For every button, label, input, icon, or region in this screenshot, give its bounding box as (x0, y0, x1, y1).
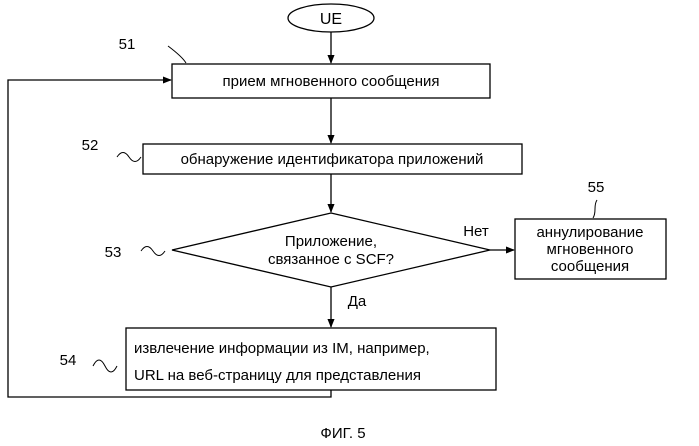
decision-53-line-2: связанное с SCF? (268, 251, 394, 268)
step-51-label: прием мгновенного сообщения (222, 73, 439, 90)
step-54: извлечение информации из IM, например, U… (60, 328, 496, 390)
decision-53: Приложение, связанное с SCF? 53 (105, 213, 490, 287)
ref-51: 51 (119, 36, 136, 53)
step-55-line-3: сообщения (551, 258, 629, 275)
ref-54: 54 (60, 352, 77, 369)
figure-caption: ФИГ. 5 (320, 425, 365, 442)
leader-52 (117, 153, 141, 162)
step-54-line-2: URL на веб-страницу для представления (134, 367, 421, 384)
decision-53-line-1: Приложение, (285, 233, 377, 250)
step-51: прием мгновенного сообщения 51 (119, 36, 490, 98)
step-52-label: обнаружение идентификатора приложений (181, 151, 484, 168)
ref-52: 52 (82, 137, 99, 154)
branch-yes-label: Да (348, 293, 367, 310)
start-label: UE (320, 11, 342, 28)
step-55: аннулирование мгновенного сообщения 55 (515, 179, 666, 279)
step-54-line-1: извлечение информации из IM, например, (134, 340, 430, 357)
leader-51 (168, 46, 186, 63)
step-52: обнаружение идентификатора приложений 52 (82, 137, 522, 174)
step-55-line-1: аннулирование (536, 224, 643, 241)
leader-53 (141, 247, 165, 256)
leader-55 (593, 200, 597, 218)
step-55-line-2: мгновенного (547, 241, 634, 258)
ref-53: 53 (105, 244, 122, 261)
branch-no-label: Нет (463, 223, 489, 240)
ref-55: 55 (588, 179, 605, 196)
start-terminal: UE (288, 4, 374, 32)
leader-54 (93, 360, 117, 372)
decision-53-diamond (172, 213, 490, 287)
